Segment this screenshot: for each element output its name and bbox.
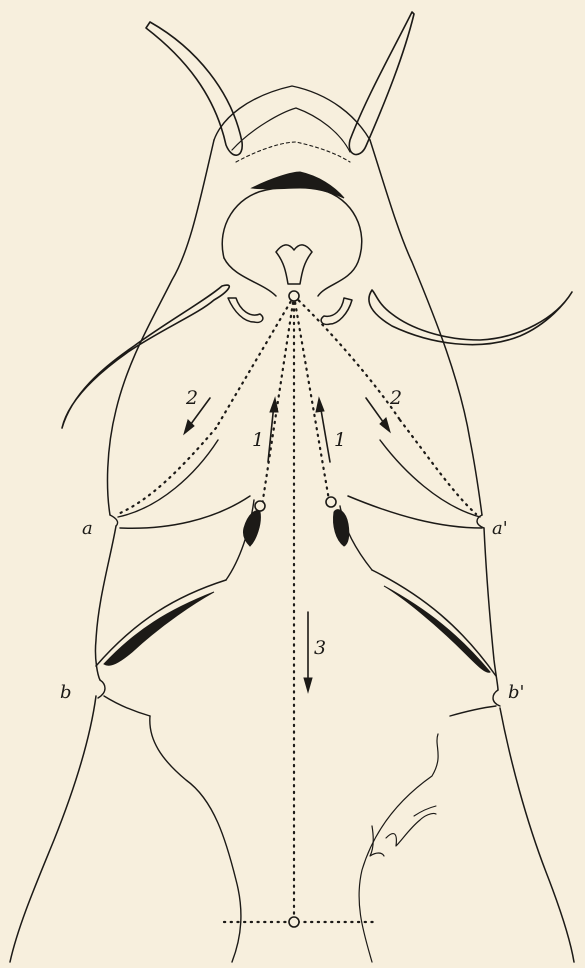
right-spiracle [333, 510, 348, 546]
arrow-3 [304, 612, 312, 692]
arrow-3-label: 3 [314, 637, 326, 659]
label-b-right: b' [508, 682, 524, 703]
arrow-1-left-label: 1 [252, 429, 264, 451]
arrow-2-left-label: 2 [185, 387, 198, 409]
notch-a-left [110, 515, 118, 526]
right-mandible [321, 298, 352, 324]
right-palp [369, 290, 572, 345]
left-mandible [228, 298, 263, 322]
label-b-left: b [60, 682, 72, 703]
arrow-1-right-label: 1 [334, 429, 346, 451]
mouth-cavity [222, 187, 362, 296]
bottom-station [289, 917, 299, 927]
right-horn [349, 12, 414, 155]
segment-1-curves [118, 440, 480, 517]
segment-2-right [340, 496, 496, 676]
head-crown [214, 86, 370, 198]
notch-b-right [493, 690, 500, 706]
body-right-outline [370, 140, 498, 690]
arrow-2-right-label: 2 [389, 387, 402, 409]
left-station [255, 501, 265, 511]
label-a-right: a' [492, 518, 508, 539]
right-station [326, 497, 336, 507]
segment-2-left [96, 496, 254, 666]
notch-b-left [98, 680, 105, 698]
arrow-1-right [316, 398, 330, 462]
left-horn [146, 22, 242, 155]
station-circles [255, 291, 336, 927]
arrow-2-right [366, 398, 390, 432]
left-spiracle [243, 511, 260, 546]
label-a-left: a [82, 518, 93, 539]
top-station [289, 291, 299, 301]
